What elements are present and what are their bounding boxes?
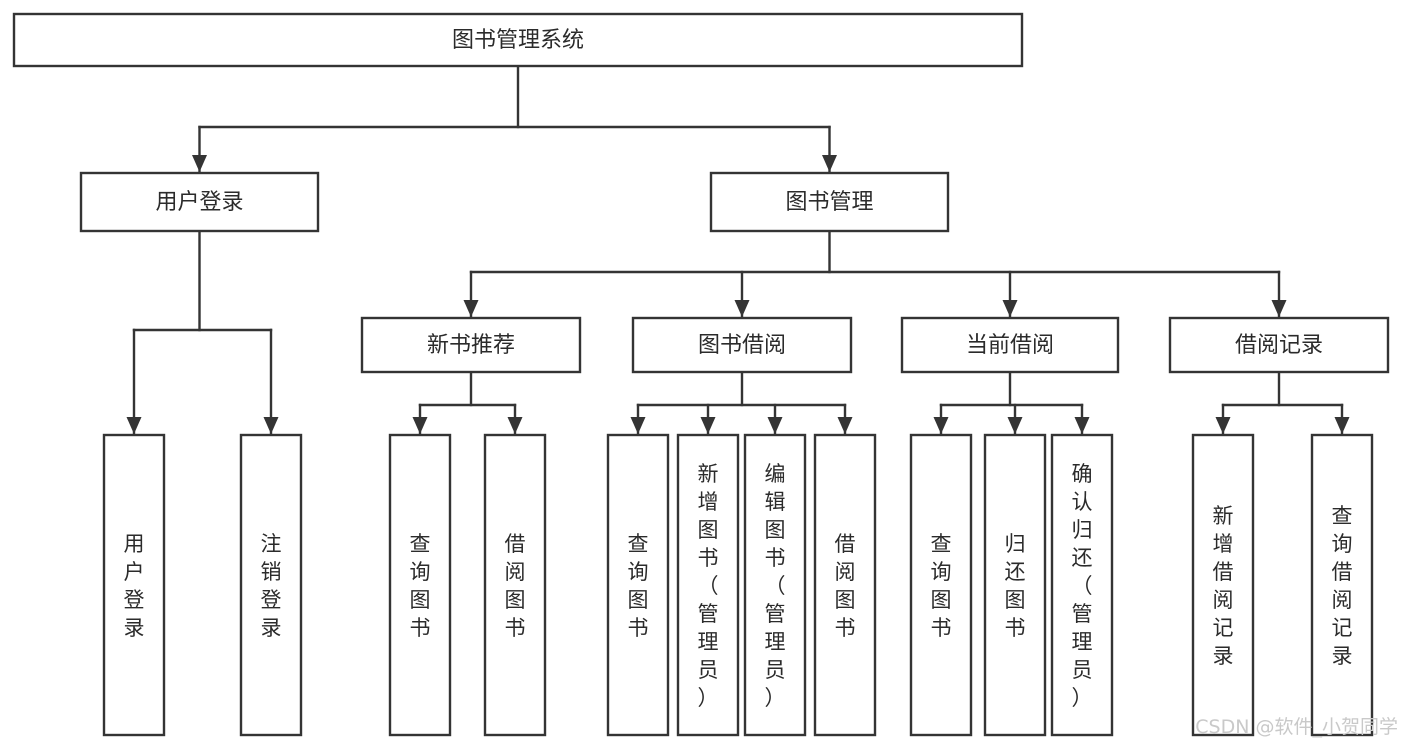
node-label-user-logout: 注销登录 (261, 532, 282, 640)
node-label-current-return-book: 归还图书 (1005, 532, 1026, 640)
node-box-book-manage (709, 171, 950, 233)
node-box-current-query-book (909, 433, 973, 737)
csdn-watermark: CSDN @软件_小贺同学 (1195, 716, 1398, 738)
node-label-borrow-record: 借阅记录 (1235, 333, 1323, 358)
arrow-head-icon (1007, 417, 1023, 434)
node-current-query-book[interactable]: 查询图书 (909, 433, 973, 737)
node-box-recommend-borrow-book (483, 433, 547, 737)
node-label-record-add: 新增借阅记录 (1213, 504, 1234, 668)
node-record-query[interactable]: 查询借阅记录 (1310, 433, 1374, 737)
node-label-user-login-do: 用户登录 (124, 532, 145, 640)
node-label-new-book-recommend: 新书推荐 (427, 333, 515, 358)
arrow-head-icon (1215, 417, 1231, 434)
node-label-borrow-add-book: 新增图书（管理员） (698, 462, 719, 710)
node-box-borrow-record (1168, 316, 1390, 374)
node-label-current-confirm-return: 确认归还（管理员） (1072, 462, 1093, 710)
arrow-head-icon (734, 300, 750, 317)
arrow-head-icon (192, 155, 207, 172)
node-label-borrow-query-book: 查询图书 (628, 532, 649, 640)
arrow-head-icon (837, 417, 853, 434)
arrow-head-icon (463, 300, 479, 317)
node-record-add[interactable]: 新增借阅记录 (1191, 433, 1255, 737)
arrow-head-icon (1002, 300, 1018, 317)
node-layer: 图书管理系统用户登录图书管理用户登录注销登录新书推荐图书借阅当前借阅借阅记录查询… (12, 12, 1390, 737)
node-user-login[interactable]: 用户登录 (79, 171, 320, 233)
node-box-current-confirm-return (1050, 433, 1114, 737)
node-borrow-add-book[interactable]: 新增图书（管理员） (676, 433, 740, 737)
node-box-user-login-do (102, 433, 166, 737)
node-box-user-login (79, 171, 320, 233)
node-label-book-borrow: 图书借阅 (698, 333, 786, 358)
connector-layer (126, 64, 1350, 435)
arrow-head-icon (822, 155, 837, 172)
arrow-head-icon (933, 417, 949, 434)
node-box-borrow-query-book (606, 433, 670, 737)
node-box-root (12, 12, 1024, 68)
node-box-record-query (1310, 433, 1374, 737)
node-label-recommend-borrow-book: 借阅图书 (505, 532, 526, 640)
arrow-head-icon (263, 417, 279, 434)
node-box-recommend-query-book (388, 433, 452, 737)
arrow-head-icon (507, 417, 523, 434)
node-box-borrow-add-book (676, 433, 740, 737)
node-box-current-return-book (983, 433, 1047, 737)
node-box-borrow-lend-book (813, 433, 877, 737)
node-recommend-borrow-book[interactable]: 借阅图书 (483, 433, 547, 737)
node-label-user-login: 用户登录 (155, 190, 243, 215)
arrow-head-icon (1334, 417, 1350, 434)
arrow-head-icon (630, 417, 646, 434)
node-borrow-lend-book[interactable]: 借阅图书 (813, 433, 877, 737)
arrow-head-icon (1074, 417, 1090, 434)
node-box-record-add (1191, 433, 1255, 737)
node-borrow-edit-book[interactable]: 编辑图书（管理员） (743, 433, 807, 737)
node-box-book-borrow (631, 316, 853, 374)
node-new-book-recommend[interactable]: 新书推荐 (360, 316, 582, 374)
node-box-current-borrow (900, 316, 1120, 374)
node-user-logout[interactable]: 注销登录 (239, 433, 303, 737)
node-label-borrow-edit-book: 编辑图书（管理员） (765, 462, 786, 710)
node-label-root: 图书管理系统 (452, 28, 584, 53)
node-current-return-book[interactable]: 归还图书 (983, 433, 1047, 737)
node-label-book-manage: 图书管理 (785, 190, 873, 215)
node-root[interactable]: 图书管理系统 (12, 12, 1024, 68)
node-borrow-record[interactable]: 借阅记录 (1168, 316, 1390, 374)
arrow-head-icon (412, 417, 428, 434)
arrow-head-icon (126, 417, 142, 434)
node-label-record-query: 查询借阅记录 (1332, 504, 1353, 668)
arrow-head-icon (767, 417, 783, 434)
node-current-confirm-return[interactable]: 确认归还（管理员） (1050, 433, 1114, 737)
node-book-manage[interactable]: 图书管理 (709, 171, 950, 233)
node-user-login-do[interactable]: 用户登录 (102, 433, 166, 737)
arrow-head-icon (1271, 300, 1287, 317)
node-box-new-book-recommend (360, 316, 582, 374)
node-label-borrow-lend-book: 借阅图书 (835, 532, 856, 640)
node-box-user-logout (239, 433, 303, 737)
node-recommend-query-book[interactable]: 查询图书 (388, 433, 452, 737)
node-label-current-borrow: 当前借阅 (966, 333, 1054, 358)
node-label-current-query-book: 查询图书 (931, 532, 952, 640)
node-label-recommend-query-book: 查询图书 (410, 532, 431, 640)
node-box-borrow-edit-book (743, 433, 807, 737)
node-borrow-query-book[interactable]: 查询图书 (606, 433, 670, 737)
node-book-borrow[interactable]: 图书借阅 (631, 316, 853, 374)
node-current-borrow[interactable]: 当前借阅 (900, 316, 1120, 374)
arrow-head-icon (700, 417, 716, 434)
